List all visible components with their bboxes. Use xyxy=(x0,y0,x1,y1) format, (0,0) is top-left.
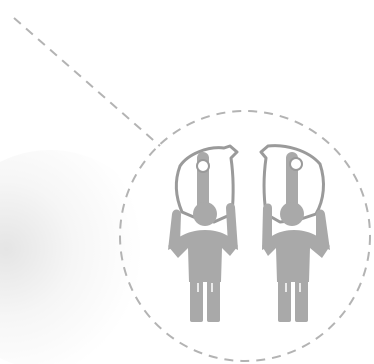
callout-dashed-line xyxy=(14,18,160,146)
right-figure-icon xyxy=(261,146,330,322)
callout-dashed-circle xyxy=(120,111,370,361)
left-figure-icon xyxy=(168,146,238,322)
